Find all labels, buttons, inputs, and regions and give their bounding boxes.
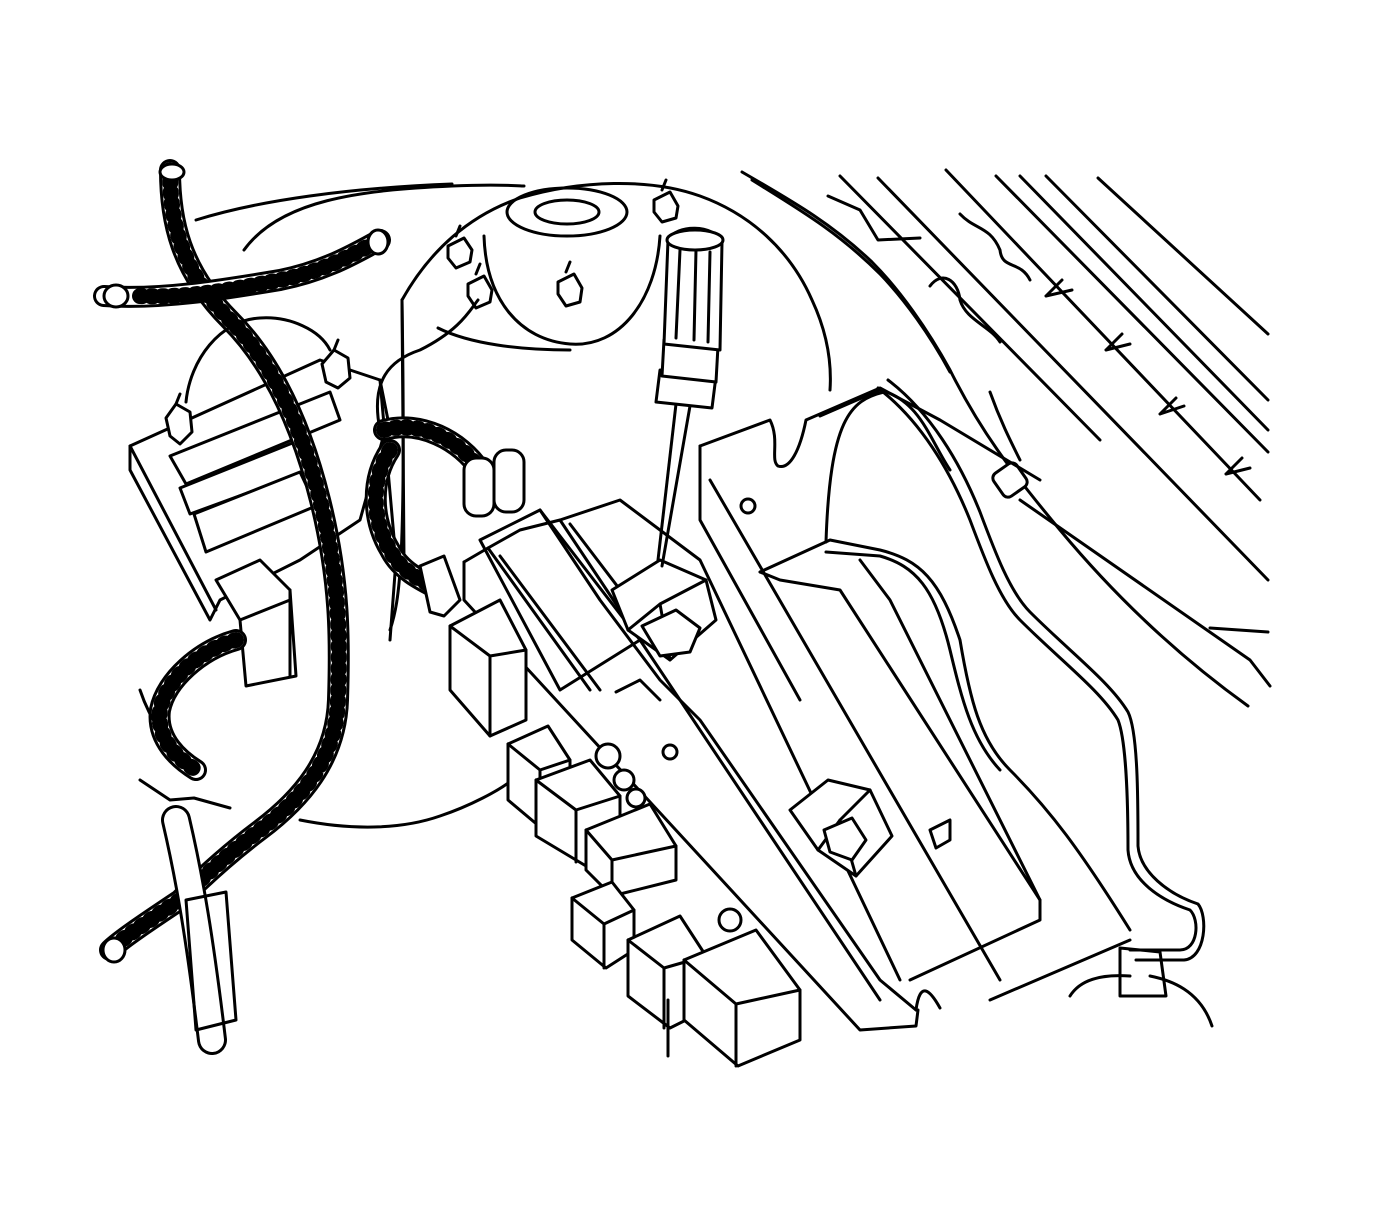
wiring-harness-icon <box>93 159 491 1055</box>
fuse-block-icon <box>128 338 398 688</box>
relay-icon <box>448 598 802 1068</box>
capacitor-icon <box>418 448 526 618</box>
connector-icon <box>788 778 894 878</box>
stud-icon <box>446 178 680 310</box>
connector-icon <box>610 558 718 662</box>
battery-tray-icon <box>698 386 1214 1028</box>
strut-tower-icon <box>194 178 832 829</box>
brake-line-icon <box>876 378 1206 962</box>
screwdriver-icon <box>654 226 725 568</box>
fender-icon <box>740 168 1272 708</box>
